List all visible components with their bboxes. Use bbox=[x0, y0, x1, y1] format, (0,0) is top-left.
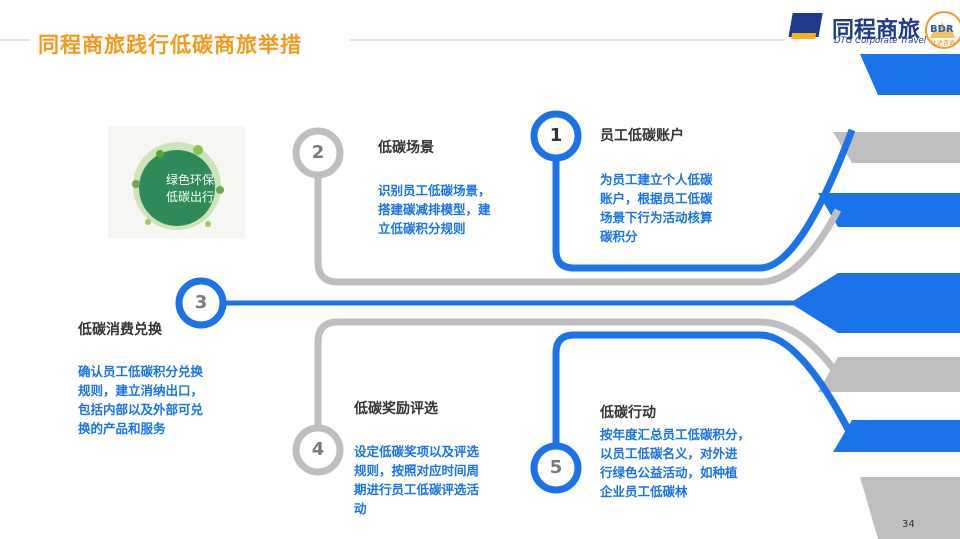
fan-stripe-1 bbox=[860, 54, 960, 95]
step-3-title: 低碳消费兑换 bbox=[78, 322, 162, 338]
step-3-number: 3 bbox=[194, 292, 208, 313]
step-1-number: 1 bbox=[549, 125, 563, 146]
fan-stripe-4 bbox=[790, 273, 960, 333]
path-step-5 bbox=[552, 331, 856, 448]
step-2-number: 2 bbox=[311, 142, 325, 163]
step-5-title: 低碳行动 bbox=[600, 405, 656, 421]
green-globe-icon bbox=[132, 142, 224, 230]
green-travel-label: 绿色环保 低碳出行 bbox=[165, 173, 214, 204]
step-5-number: 5 bbox=[549, 457, 563, 478]
step-1-title: 员工低碳账户 bbox=[600, 128, 684, 144]
page-number: 34 bbox=[902, 519, 915, 530]
step-1-circle bbox=[530, 110, 582, 162]
bdr-logo-text: BDR bbox=[930, 24, 954, 35]
fan-stripe-6 bbox=[833, 420, 960, 452]
step-4-title: 低碳奖励评选 bbox=[354, 401, 438, 417]
company-logo-text: 同程商旅 bbox=[832, 18, 921, 43]
step-5-description: 按年度汇总员工低碳积分， 以员工低碳名义，对外进 行绿色公益活动，如种植 企业员… bbox=[600, 427, 751, 499]
path-step-1 bbox=[552, 128, 856, 272]
fan-stripe-7 bbox=[860, 477, 960, 539]
step-4-circle bbox=[292, 424, 344, 476]
fan-stripe-5 bbox=[818, 357, 960, 392]
fan-stripe-2 bbox=[833, 132, 960, 163]
green-travel-image bbox=[108, 126, 246, 238]
step-4-number: 4 bbox=[311, 439, 325, 460]
step-3-circle bbox=[175, 277, 227, 329]
path-step-4 bbox=[314, 318, 841, 428]
step-1-description: 为员工建立个人低碳 账户，根据员工低碳 场景下行为活动核算 碳积分 bbox=[600, 172, 713, 244]
bdr-logo-icon bbox=[925, 11, 960, 49]
step-4-description: 设定低碳奖项以及评选 规则，按照对应时间周 期进行员工低碳评选活 动 bbox=[354, 444, 480, 516]
step-2-circle bbox=[292, 127, 344, 179]
fan-stripe-3 bbox=[818, 193, 960, 227]
page-title: 同程商旅践行低碳商旅举措 bbox=[38, 33, 302, 57]
bdr-logo-subtitle: 比达咨询 bbox=[931, 40, 956, 47]
company-logo-icon bbox=[788, 13, 823, 39]
path-step-2 bbox=[314, 175, 842, 286]
company-logo-subtitle: DTG Corporate Travel bbox=[834, 36, 927, 46]
step-2-title: 低碳场景 bbox=[378, 140, 434, 156]
step-5-circle bbox=[530, 442, 582, 494]
step-3-description: 确认员工低碳积分兑换 规则，建立消纳出口， 包括内部以及外部可兑 换的产品和服务 bbox=[78, 364, 204, 436]
step-2-description: 识别员工低碳场景， 搭建碳减排模型，建 立低碳积分规则 bbox=[378, 183, 491, 236]
